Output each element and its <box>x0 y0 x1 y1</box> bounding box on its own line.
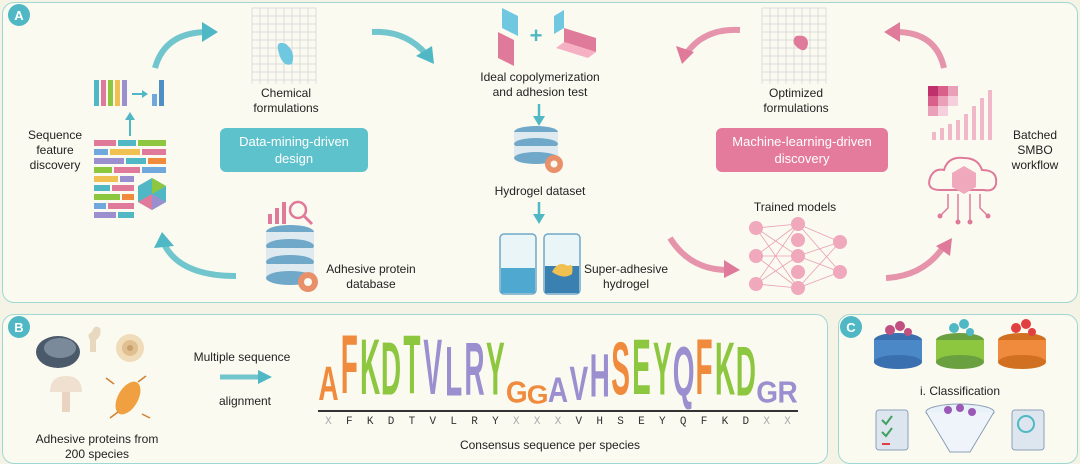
logo-letter: A <box>547 370 569 410</box>
logo-baseline <box>318 410 798 412</box>
logo-letter: R <box>777 374 798 410</box>
adhesive-species-label: Adhesive proteins from 200 species <box>35 432 159 461</box>
logo-letter: K <box>714 327 736 411</box>
trained-models-label: Trained models <box>753 200 837 214</box>
consensus-letter: X <box>784 416 791 428</box>
consensus-letter: X <box>512 416 520 428</box>
consensus-letter: Q <box>679 416 687 428</box>
feature-bars-icon <box>94 80 164 106</box>
logo-letter: H <box>589 341 610 411</box>
logo-letter: V <box>423 323 443 411</box>
teal-curve-arrow-1 <box>152 22 218 69</box>
logo-letter: D <box>735 332 756 411</box>
consensus-letter: Y <box>492 416 499 428</box>
optimized-formulations-label: Optimized formulations <box>763 86 829 115</box>
monomer-b-icon <box>554 10 596 58</box>
logo-letter: F <box>340 318 358 412</box>
consensus-letter: X <box>763 416 770 428</box>
consensus-letter: L <box>450 416 457 428</box>
teal-curve-arrow-3 <box>154 232 237 279</box>
consensus-letter: X <box>533 416 541 428</box>
logo-letter: R <box>464 327 485 411</box>
consensus-letter: T <box>408 416 416 428</box>
down-arrow-2 <box>533 202 545 224</box>
logo-letter: K <box>360 323 381 411</box>
logo-letter: F <box>695 323 713 411</box>
magnifier-chart-icon <box>268 200 314 226</box>
database-icon <box>266 225 318 292</box>
neural-network-icon <box>749 217 847 295</box>
pink-curve-arrow-1 <box>676 26 741 64</box>
consensus-letter: Y <box>659 416 666 428</box>
logo-letter: Y <box>486 327 505 411</box>
up-arrow-icon <box>125 112 135 136</box>
data-mining-design-pill: Data-mining-driven design <box>220 128 368 172</box>
logo-letter: A <box>318 356 339 410</box>
consensus-letter: X <box>325 416 332 428</box>
monomer-a-icon <box>498 8 518 66</box>
ideal-test-label: Ideal copolymerization and adhesion test <box>480 70 600 99</box>
consensus-letter: F <box>345 416 353 428</box>
organisms-illustration <box>36 326 151 419</box>
consensus-letter: E <box>638 416 645 428</box>
panel-b-badge: B <box>8 316 30 338</box>
logo-letter: G <box>526 379 549 409</box>
logo-letter: V <box>569 356 589 410</box>
consensus-letter: K <box>721 416 729 428</box>
beaker-icons <box>499 233 581 295</box>
funnel-icon <box>875 403 1045 453</box>
classification-label: i. Classification <box>919 384 1001 398</box>
classification-databases-icon <box>874 319 1046 369</box>
logo-letter: S <box>611 327 630 411</box>
pink-curve-arrow-2 <box>884 22 947 69</box>
chemical-grid-icon <box>251 7 317 84</box>
panel-a-badge: A <box>8 4 30 26</box>
logo-letter: T <box>403 318 421 412</box>
sequence-blocks-icon <box>94 140 166 218</box>
consensus-letter: R <box>471 416 478 428</box>
consensus-letter: H <box>596 416 604 428</box>
logo-letter: E <box>632 323 651 411</box>
right-arrow-icon <box>220 370 272 384</box>
plus-sign: + <box>529 23 543 48</box>
logo-letter: G <box>756 374 779 410</box>
pink-curve-arrow-4 <box>885 238 952 281</box>
multiple-sequence-label: Multiple sequence <box>193 350 291 364</box>
pink-curve-arrow-3 <box>667 236 740 278</box>
panel-c-badge: C <box>840 316 862 338</box>
hydrogel-db-icon <box>514 126 563 173</box>
teal-curve-arrow-2 <box>371 28 434 64</box>
consensus-letter: X <box>554 416 562 428</box>
consensus-caption: Consensus sequence per species <box>459 438 641 452</box>
heatmap-bars-icon <box>928 86 992 140</box>
cloud-network-icon <box>928 156 998 225</box>
logo-letter: Q <box>672 332 695 411</box>
batched-smbo-label: Batched SMBO workflow <box>1011 128 1059 172</box>
consensus-letter: K <box>366 416 374 428</box>
chemical-formulations-label: Chemical formulations <box>253 86 319 115</box>
ml-discovery-pill: Machine-learning-driven discovery <box>716 128 888 172</box>
alignment-label: alignment <box>218 394 272 408</box>
consensus-letter: S <box>617 416 624 428</box>
super-adhesive-label: Super-adhesive hydrogel <box>583 262 669 291</box>
consensus-letter: V <box>575 416 583 428</box>
optimized-grid-icon <box>761 7 827 84</box>
logo-letter: D <box>380 327 402 411</box>
sequence-feature-label: Sequence feature discovery <box>27 128 83 172</box>
hydrogel-dataset-label: Hydrogel dataset <box>494 184 586 198</box>
logo-letter: G <box>505 374 528 410</box>
consensus-letter: V <box>429 416 437 428</box>
consensus-letter: F <box>700 416 708 428</box>
logo-letter: Y <box>652 327 672 411</box>
down-arrow-1 <box>533 104 545 126</box>
consensus-letter: D <box>387 416 395 428</box>
logo-letter: L <box>445 332 463 411</box>
adhesive-db-label: Adhesive protein database <box>326 262 416 291</box>
consensus-letter: D <box>742 416 750 428</box>
